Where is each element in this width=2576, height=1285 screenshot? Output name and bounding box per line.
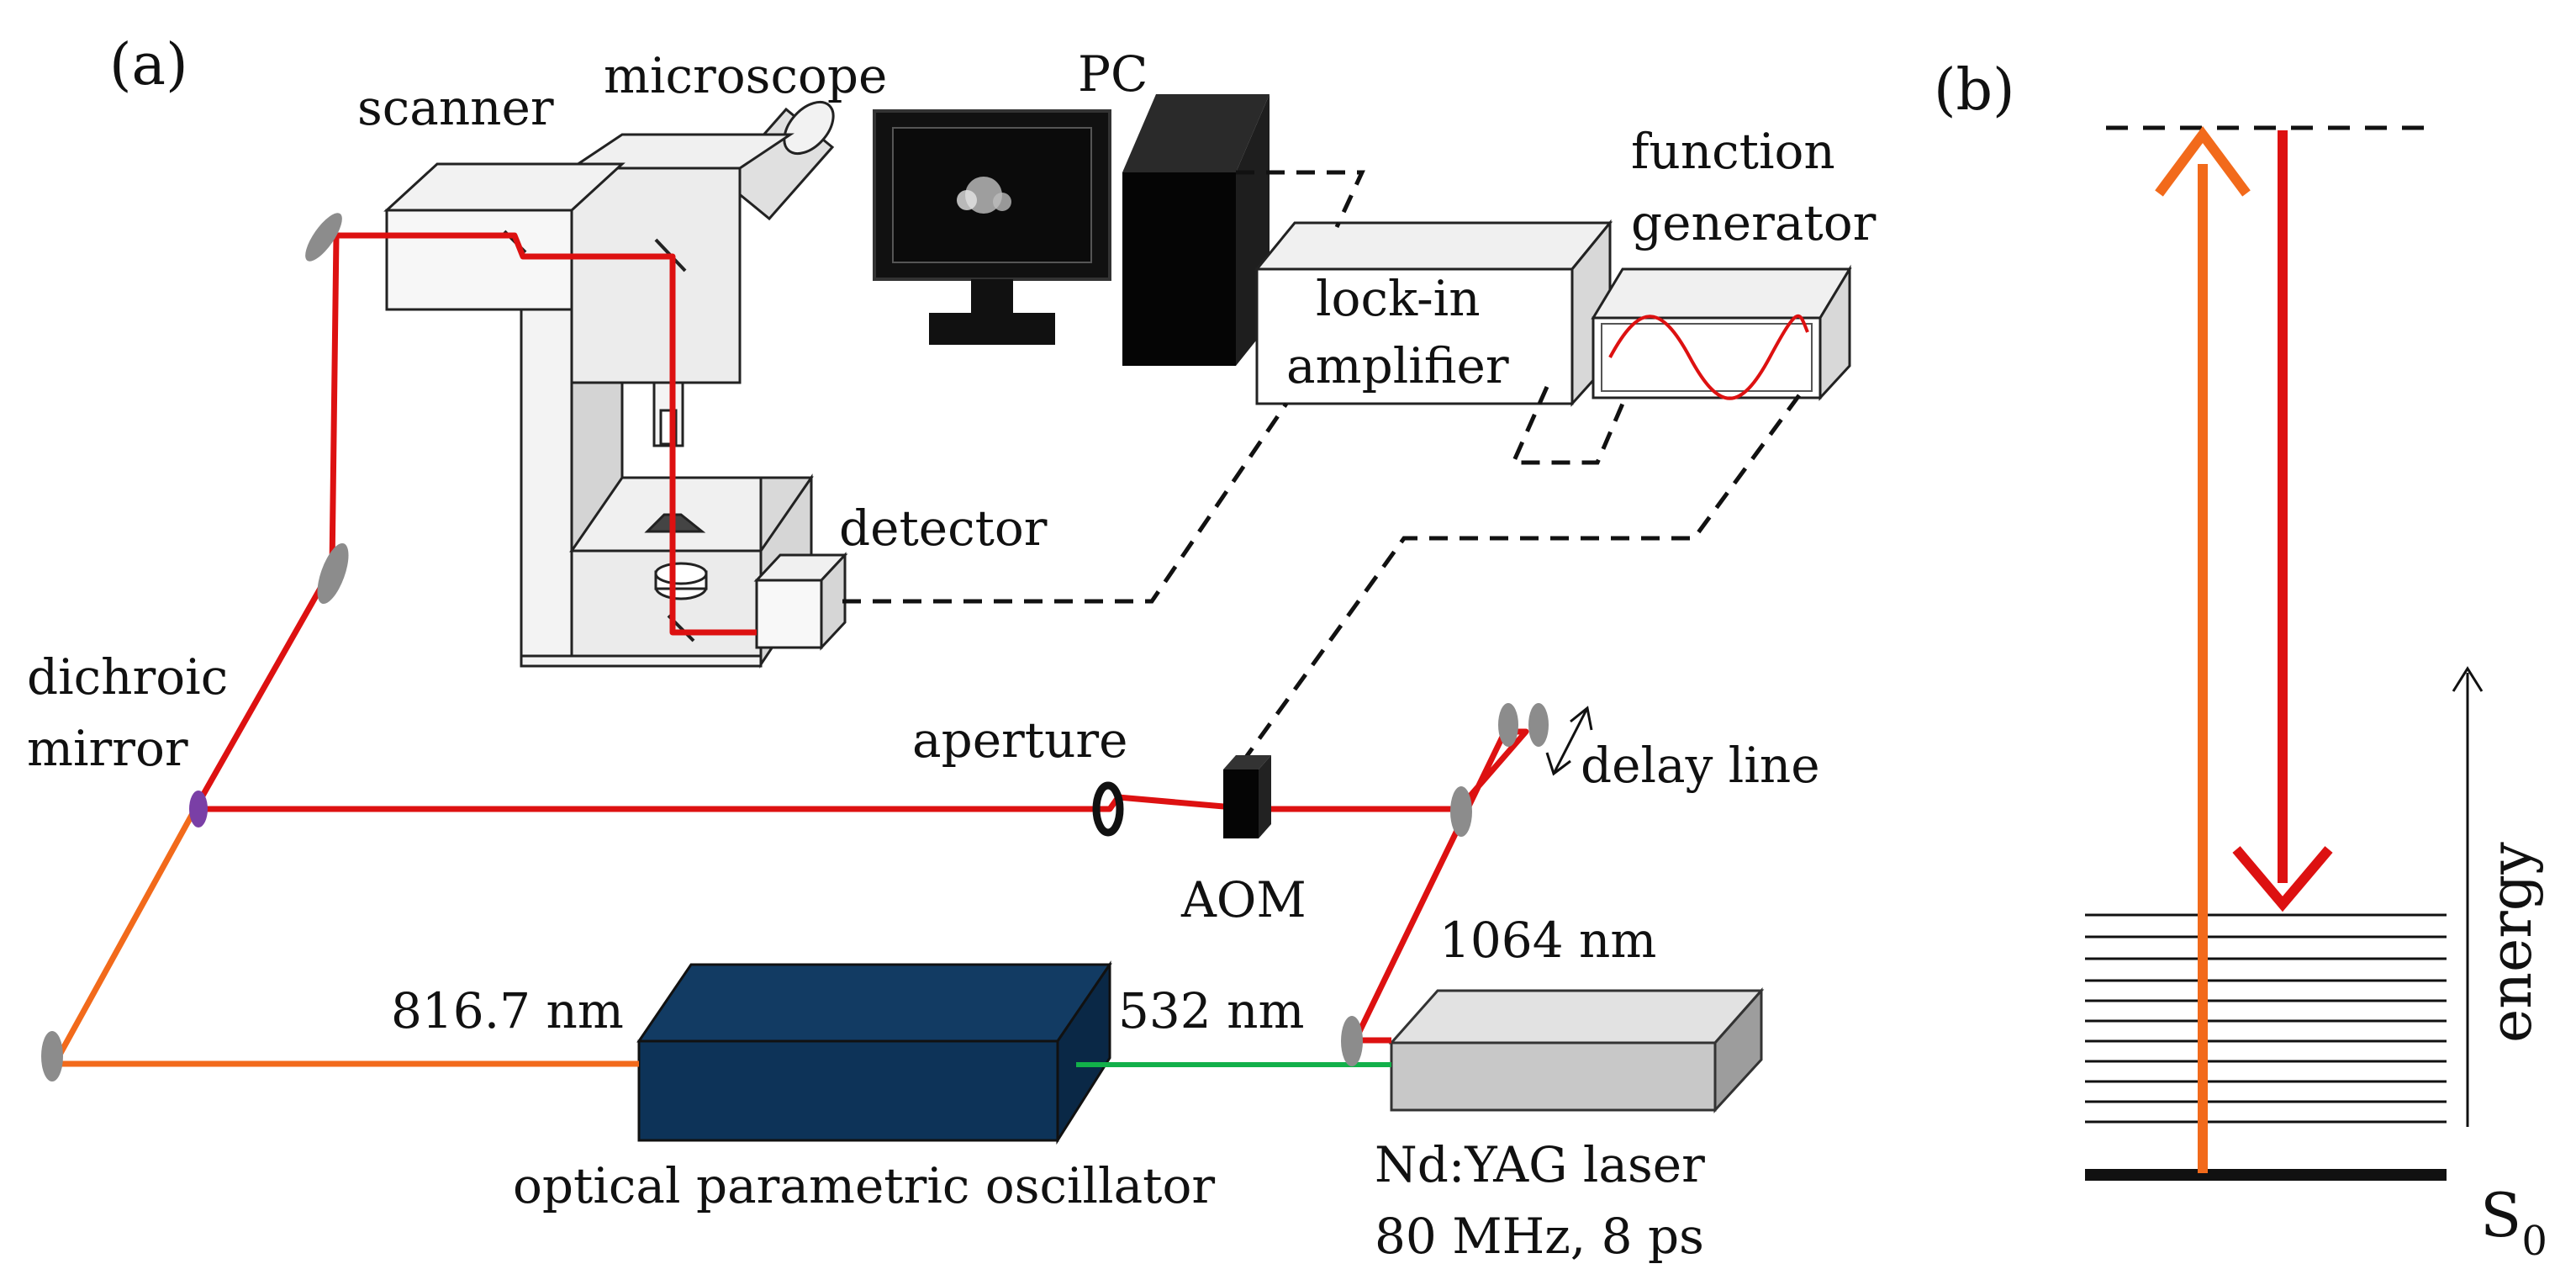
ground-state-level [2085, 1169, 2447, 1181]
label-lockin-1: lock-in [1316, 270, 1481, 327]
mirrors [41, 213, 1549, 1081]
lockin-amplifier [1254, 219, 1613, 407]
mirror-delay-1 [1498, 703, 1518, 747]
opo [636, 960, 1112, 1145]
pc-monitor [873, 109, 1111, 345]
label-lockin-2: amplifier [1286, 337, 1509, 394]
pc-tower [1122, 94, 1270, 366]
mirror-delay-2 [1528, 703, 1549, 747]
panel-a-label: (a) [109, 32, 188, 98]
scanner [383, 162, 626, 311]
dichroic-mirror [189, 791, 208, 828]
mirror-top-left [305, 213, 342, 262]
aperture [1092, 781, 1124, 837]
label-laser-1: Nd:YAG laser [1375, 1136, 1705, 1193]
sine-wave [1608, 314, 1809, 400]
label-opo: optical parametric oscillator [513, 1157, 1215, 1214]
signal-cables [842, 170, 1802, 767]
aom [1223, 755, 1271, 838]
label-dichroic-1: dichroic [27, 648, 228, 706]
label-laser-2: 80 MHz, 8 ps [1375, 1208, 1704, 1265]
label-aperture: aperture [912, 711, 1127, 769]
label-scanner: scanner [357, 79, 554, 136]
ndyag-laser [1388, 987, 1765, 1113]
vibrational-levels [2085, 913, 2447, 1124]
label-aom: AOM [1180, 871, 1306, 928]
label-1064nm: 1064 nm [1439, 912, 1656, 969]
label-function-2: generator [1631, 194, 1877, 251]
energy-axis-label: energy [2478, 842, 2545, 1043]
ground-state-subscript: 0 [2521, 1218, 2547, 1265]
label-microscope: microscope [604, 47, 887, 104]
label-pc: PC [1078, 45, 1148, 103]
label-dichroic-2: mirror [27, 720, 188, 777]
delay-line-arrow [1545, 706, 1593, 776]
function-generator [1591, 264, 1852, 401]
label-detector: detector [839, 500, 1048, 557]
label-532nm: 532 nm [1118, 982, 1305, 1039]
label-function-1: function [1631, 123, 1835, 180]
microscope [520, 100, 835, 669]
label-816nm: 816.7 nm [391, 982, 624, 1039]
mirror-bottom-left [41, 1031, 63, 1081]
panel-b-label: (b) [1934, 57, 2015, 124]
mirror-laser-out [1341, 1016, 1363, 1066]
mirror-delay-return [1450, 786, 1472, 837]
energy-axis: energy [2452, 666, 2545, 1127]
excitation-arrow [2155, 125, 2251, 1173]
label-delay-line: delay line [1581, 737, 1820, 794]
ground-state-label: S0 [2480, 1180, 2547, 1265]
detector [753, 552, 848, 651]
panel-a-labels: scanner microscope PC function generator… [27, 45, 1877, 1265]
mirror-upper-left [317, 542, 349, 605]
stimulated-emission-arrow [2232, 130, 2333, 912]
